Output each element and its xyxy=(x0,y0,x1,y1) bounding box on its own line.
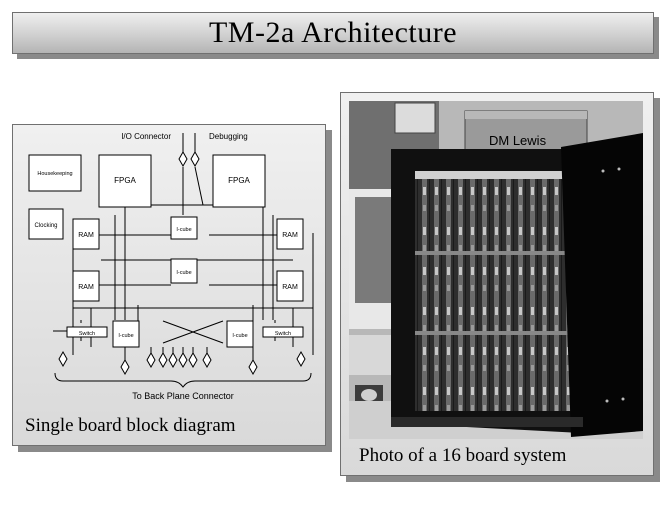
rack-base xyxy=(391,417,583,427)
connector-icon xyxy=(296,350,306,368)
photo-caption: Photo of a 16 board system xyxy=(359,445,567,466)
housekeeping-block xyxy=(28,154,82,192)
icube-bottom-left-block xyxy=(112,320,140,348)
fpga-right-block xyxy=(212,154,266,208)
label-icube-bottom-right: I-cube xyxy=(232,333,247,339)
label-back-plane: To Back Plane Connector xyxy=(132,391,234,400)
icube-top-block xyxy=(170,216,198,240)
photo-panel: DM Lewis Photo of a 16 board system xyxy=(340,92,654,476)
label-ram-bottom-left: RAM xyxy=(78,284,94,291)
label-switch-right: Switch xyxy=(275,331,291,337)
icube-middle-block xyxy=(170,258,198,284)
block-diagram: I/O Connector Debugging Housekeeping FPG… xyxy=(28,132,314,401)
label-ram-top-left: RAM xyxy=(78,232,94,239)
connector-icon xyxy=(178,351,188,369)
label-clocking: Clocking xyxy=(34,223,57,229)
connector-icon xyxy=(248,358,258,376)
label-icube-top: I-cube xyxy=(176,227,191,233)
diagram-blocks xyxy=(28,154,304,348)
label-housekeeping: Housekeeping xyxy=(37,171,72,177)
board-stack xyxy=(415,171,571,411)
switch-right-block xyxy=(262,326,304,338)
mouse xyxy=(361,389,377,401)
rack-side-panel xyxy=(561,133,643,437)
label-icube-middle: I-cube xyxy=(176,270,191,276)
title-bar: TM-2a Architecture xyxy=(12,12,654,54)
label-switch-left: Switch xyxy=(79,331,95,337)
wire-debug-icube xyxy=(194,166,204,206)
system-photo: DM Lewis xyxy=(349,101,643,439)
slide-title: TM-2a Architecture xyxy=(208,16,458,49)
label-ram-top-right: RAM xyxy=(282,232,298,239)
label-debugging: Debugging xyxy=(209,132,248,141)
switch-left-block xyxy=(66,326,108,338)
ram-bottom-right-block xyxy=(276,270,304,302)
connector-icon xyxy=(120,358,130,376)
connector-icon xyxy=(202,351,212,369)
connector-icon xyxy=(158,351,168,369)
connector-icon xyxy=(146,351,156,369)
window xyxy=(394,102,436,134)
diagram-panel: I/O Connector Debugging Housekeeping FPG… xyxy=(12,124,326,446)
label-fpga-left: FPGA xyxy=(114,176,136,185)
device-label: DM Lewis xyxy=(489,133,547,148)
ram-top-left-block xyxy=(72,218,100,250)
connector-icon xyxy=(168,351,178,369)
clocking-block xyxy=(28,208,64,240)
connector-io-icon xyxy=(178,150,188,168)
fpga-left-block xyxy=(98,154,152,208)
label-fpga-right: FPGA xyxy=(228,176,250,185)
wire-cross-2 xyxy=(162,320,224,344)
connector-icon xyxy=(188,351,198,369)
back-plane-brace xyxy=(54,372,312,388)
label-ram-bottom-right: RAM xyxy=(282,284,298,291)
ram-bottom-left-block xyxy=(72,270,100,302)
ram-top-right-block xyxy=(276,218,304,250)
label-icube-bottom-left: I-cube xyxy=(118,333,133,339)
connector-diamonds xyxy=(58,150,306,376)
connector-icon xyxy=(58,350,68,368)
connector-debug-icon xyxy=(190,150,200,168)
diagram-caption: Single board block diagram xyxy=(25,415,236,436)
label-io-connector: I/O Connector xyxy=(121,132,171,141)
icube-bottom-right-block xyxy=(226,320,254,348)
